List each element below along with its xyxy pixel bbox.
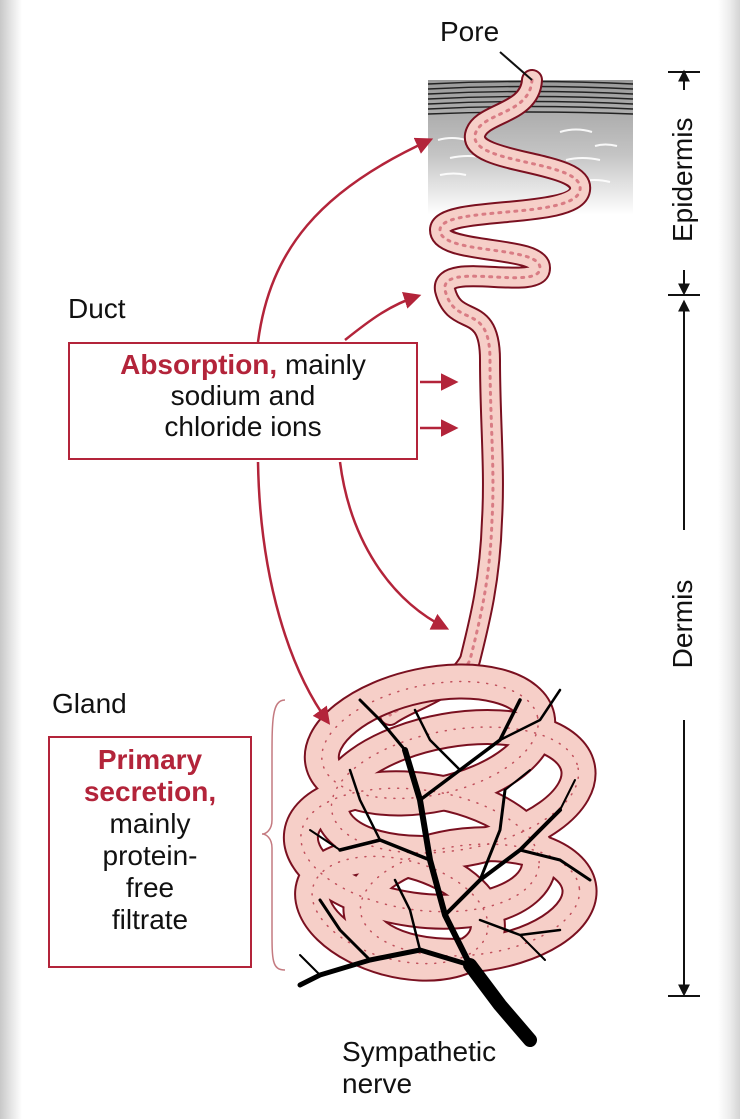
epidermis-label: Epidermis bbox=[667, 122, 701, 242]
dermis-label: Dermis bbox=[667, 576, 701, 672]
nerve-label-line1: Sympathetic bbox=[342, 1036, 496, 1068]
secretion-highlight-line2: secretion, bbox=[50, 776, 250, 808]
duct-label: Duct bbox=[68, 293, 126, 325]
nerve-label: Sympathetic nerve bbox=[342, 1036, 496, 1100]
secretion-box: Primary secretion, mainly protein- free … bbox=[48, 736, 252, 968]
secretion-line3: mainly bbox=[50, 808, 250, 840]
secretion-line6: filtrate bbox=[50, 904, 250, 936]
pore-label: Pore bbox=[440, 16, 499, 48]
secretion-line5: free bbox=[50, 872, 250, 904]
gland-bracket bbox=[262, 700, 285, 970]
absorption-line2: sodium and bbox=[70, 381, 416, 412]
absorption-box: Absorption, mainly sodium and chloride i… bbox=[68, 342, 418, 460]
pore-leader-line bbox=[500, 52, 532, 80]
absorption-line1: Absorption, mainly bbox=[70, 350, 416, 381]
absorption-line3: chloride ions bbox=[70, 412, 416, 443]
gland-label: Gland bbox=[52, 688, 127, 720]
absorption-line1-rest: mainly bbox=[277, 349, 366, 380]
absorption-highlight: Absorption, bbox=[120, 349, 277, 380]
secretory-coil bbox=[293, 663, 589, 981]
nerve-label-line2: nerve bbox=[342, 1068, 496, 1100]
secretion-highlight-line1: Primary bbox=[50, 744, 250, 776]
secretion-line4: protein- bbox=[50, 840, 250, 872]
